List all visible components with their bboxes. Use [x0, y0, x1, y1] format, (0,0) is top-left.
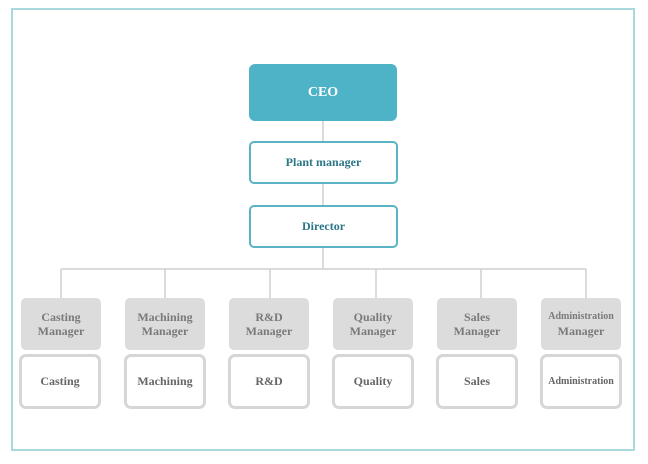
plant-manager-node: Plant manager: [249, 141, 398, 184]
director-label: Director: [301, 219, 346, 233]
department-label: Machining: [137, 374, 193, 388]
rd-department-node: R&D: [228, 354, 310, 409]
ceo-label: CEO: [307, 84, 339, 100]
machining-manager-node: Machining Manager: [125, 298, 205, 350]
manager-label-line2: Manager: [557, 324, 605, 338]
department-label: R&D: [255, 374, 283, 388]
manager-label-line1: Administration: [548, 311, 614, 322]
manager-label-line1: Quality: [353, 310, 393, 324]
manager-label-line2: Manager: [349, 324, 397, 338]
quality-department-node: Quality: [332, 354, 414, 409]
manager-label-line2: Manager: [245, 324, 293, 338]
quality-manager-node: Quality Manager: [333, 298, 413, 350]
rd-manager-node: R&D Manager: [229, 298, 309, 350]
manager-label-line2: Manager: [453, 324, 501, 338]
diagram-frame: [11, 8, 635, 451]
manager-label-line1: R&D: [255, 310, 283, 324]
director-node: Director: [249, 205, 398, 248]
machining-department-node: Machining: [124, 354, 206, 409]
manager-label-line1: Casting: [41, 310, 81, 324]
department-label: Sales: [463, 374, 490, 388]
department-label: Quality: [353, 374, 393, 388]
sales-manager-node: Sales Manager: [437, 298, 517, 350]
administration-department-node: Administration: [540, 354, 622, 409]
casting-manager-node: Casting Manager: [21, 298, 101, 350]
casting-department-node: Casting: [19, 354, 101, 409]
manager-label-line1: Sales: [463, 310, 490, 324]
manager-label-line2: Manager: [141, 324, 189, 338]
plant-manager-label: Plant manager: [285, 155, 362, 169]
manager-label-line1: Machining: [137, 310, 193, 324]
department-label: Casting: [40, 374, 80, 388]
ceo-node: CEO: [249, 64, 397, 121]
department-label: Administration: [548, 376, 614, 387]
administration-manager-node: Administration Manager: [541, 298, 621, 350]
manager-label-line2: Manager: [37, 324, 85, 338]
sales-department-node: Sales: [436, 354, 518, 409]
